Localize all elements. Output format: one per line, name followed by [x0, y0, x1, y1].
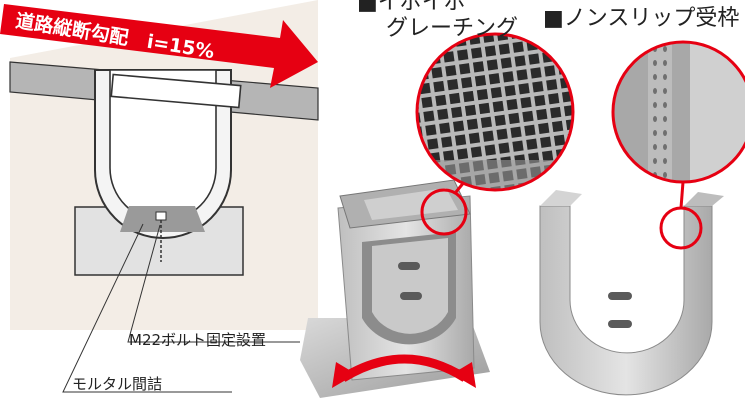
swing-arrow-head-right: [452, 362, 476, 388]
callout-line-receiver: [679, 181, 685, 209]
receiver-title: ■ノンスリップ受枠: [543, 6, 740, 31]
receiver-zoom-circle: [611, 40, 745, 184]
leader-bolt: [127, 224, 300, 343]
swing-arrow: [340, 354, 468, 382]
grating-zoom-circle: [415, 32, 575, 192]
grating-title-line1: ■イボイボ: [357, 0, 466, 15]
grating-cover: [110, 73, 242, 109]
grating-title-line2: グレーチング: [386, 16, 519, 41]
cross-section: [9, 0, 319, 393]
slope-arrow: [0, 4, 318, 88]
bolt-head: [155, 211, 167, 221]
grating-product-photo: [300, 179, 490, 398]
mortar-label: モルタル間詰: [72, 375, 163, 393]
swing-arrow-head-left: [332, 362, 356, 388]
leader-mortar: [62, 223, 232, 393]
receiver-product-photo: [539, 190, 724, 396]
bolt-label: M22ボルト固定設置: [129, 331, 267, 349]
